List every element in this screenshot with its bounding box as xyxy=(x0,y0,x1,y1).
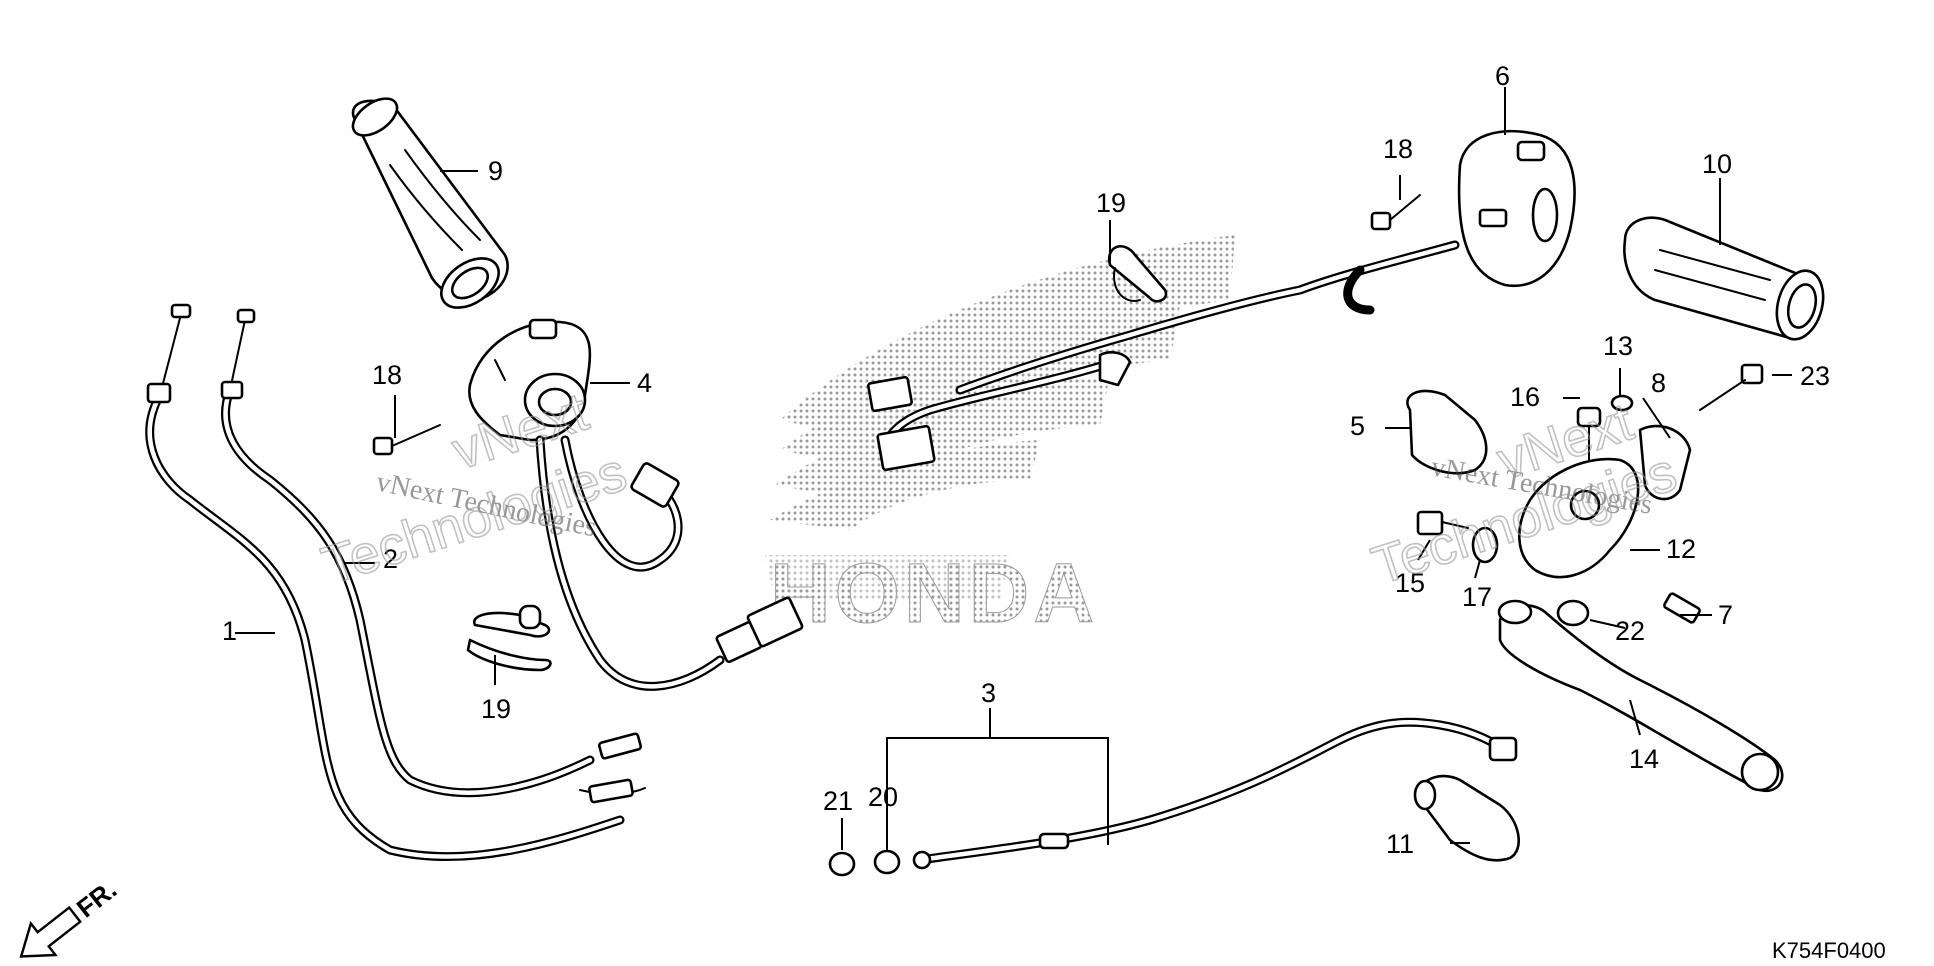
grip-left-part-9 xyxy=(351,97,509,309)
switch-part-7 xyxy=(1663,592,1701,624)
callout-8: 8 xyxy=(1651,368,1666,398)
bolt-part-23 xyxy=(1699,363,1764,411)
throttle-cable-part-1 xyxy=(145,303,646,862)
callout-19-lower: 19 xyxy=(481,694,511,724)
callout-22: 22 xyxy=(1615,616,1645,646)
callout-19-upper: 19 xyxy=(1096,188,1126,218)
lever-bracket-part-12 xyxy=(1518,424,1692,579)
callout-6: 6 xyxy=(1495,61,1510,91)
pivot-part-22 xyxy=(1556,599,1590,627)
adjuster-part-15 xyxy=(1416,510,1469,536)
honda-logo-text: HONDA xyxy=(770,546,1098,640)
switch-right-part-6 xyxy=(867,129,1576,472)
callout-13: 13 xyxy=(1603,331,1633,361)
clutch-cable-part-3 xyxy=(912,717,1518,870)
cable-boot-part-11 xyxy=(1413,774,1520,862)
callout-18-left: 18 xyxy=(372,360,402,390)
front-direction-arrow: FR. xyxy=(19,874,122,958)
nut-part-20 xyxy=(873,849,901,875)
callout-14: 14 xyxy=(1629,744,1659,774)
front-label: FR. xyxy=(71,874,122,923)
callout-15: 15 xyxy=(1395,568,1425,598)
callout-20: 20 xyxy=(868,782,898,812)
bolt-part-18-left xyxy=(372,424,441,456)
callout-18-right: 18 xyxy=(1383,134,1413,164)
callout-16: 16 xyxy=(1510,382,1540,412)
screw-part-13 xyxy=(1610,394,1634,412)
callout-9: 9 xyxy=(488,156,503,186)
bolt-part-18-right xyxy=(1370,194,1421,231)
callout-11: 11 xyxy=(1386,829,1414,859)
callout-3: 3 xyxy=(981,678,996,708)
callout-2: 2 xyxy=(383,544,398,574)
grip-right-part-10 xyxy=(1623,216,1825,341)
nut-part-17 xyxy=(1471,526,1499,564)
lever-cover-part-5 xyxy=(1406,389,1488,475)
band-clip-upper-part-19 xyxy=(1107,245,1168,303)
nut-part-21 xyxy=(828,851,856,877)
callout-5: 5 xyxy=(1350,411,1365,441)
leader-lines xyxy=(235,87,1792,850)
diagram-code: K754F0400 xyxy=(1772,938,1886,963)
bolt-part-16 xyxy=(1576,406,1602,461)
throttle-cable-part-2 xyxy=(220,308,643,798)
callout-10: 10 xyxy=(1702,149,1732,179)
callout-1: 1 xyxy=(222,616,237,646)
clutch-lever-part-14 xyxy=(1497,599,1784,793)
switch-left-part-4 xyxy=(468,318,804,691)
arrow-left-icon xyxy=(19,905,82,958)
callout-17: 17 xyxy=(1462,582,1492,612)
callout-23: 23 xyxy=(1800,361,1830,391)
callout-4: 4 xyxy=(637,368,652,398)
band-clip-lower-part-19 xyxy=(466,604,552,672)
callout-12: 12 xyxy=(1666,534,1696,564)
callout-21: 21 xyxy=(823,786,853,816)
callout-7: 7 xyxy=(1718,600,1733,630)
